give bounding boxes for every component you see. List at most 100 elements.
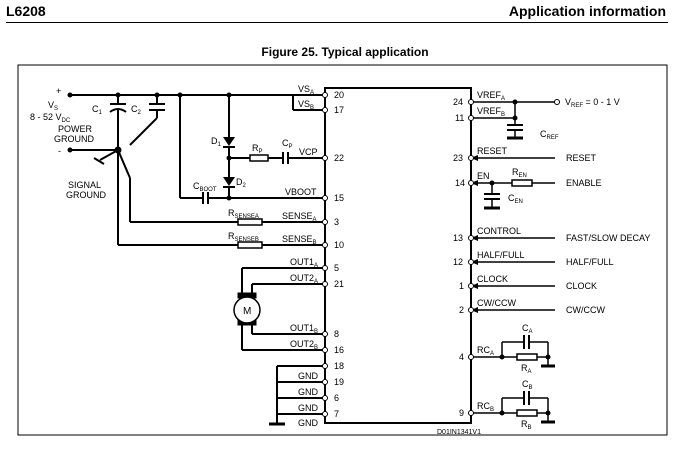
pin-num-19: 19 — [334, 377, 344, 387]
c2-label: C2 — [131, 104, 142, 116]
left-pin-markers — [322, 92, 328, 417]
rb-label: RB — [521, 419, 532, 431]
control-signal-label: FAST/SLOW DECAY — [566, 233, 650, 243]
pin-label-vcp: VCP — [299, 147, 318, 157]
gnd-label-2: GND — [298, 387, 319, 397]
enable-signal-label: ENABLE — [566, 178, 602, 188]
vs-range: 8 - 52 VDC — [30, 112, 71, 124]
pin-num-11: 11 — [455, 113, 464, 123]
pin-label-vrefa: VREFA — [477, 90, 505, 102]
plus-label: + — [56, 86, 61, 96]
ic-body — [324, 87, 472, 424]
motor-label: M — [243, 306, 251, 317]
pin-num-3: 3 — [334, 217, 339, 227]
cref-label: CREF — [540, 129, 559, 141]
rsensea-label: RSENSEA — [228, 208, 259, 220]
ca-label: CA — [522, 323, 533, 335]
gnd-label-3: GND — [298, 403, 319, 413]
figure-frame — [17, 64, 668, 436]
rsenseb-label: RSENSEB — [228, 231, 259, 243]
pin-label-rcb: RCB — [477, 401, 494, 413]
pin-num-24: 24 — [453, 97, 463, 107]
d1-label: D1 — [211, 136, 222, 148]
rsensea-resistor — [237, 218, 263, 226]
pin-num-5: 5 — [334, 263, 339, 273]
clock-signal-label: CLOCK — [566, 281, 597, 291]
cw-ccw-signal-label: CW/CCW — [566, 305, 605, 315]
rca-network — [471, 335, 555, 368]
signal-ground-label-2: GROUND — [66, 190, 106, 200]
header-rule — [6, 22, 668, 23]
section-title: Application information — [508, 3, 666, 19]
control-wiring — [471, 235, 555, 313]
pin-label-cw-ccw: CW/CCW — [477, 298, 516, 308]
pin-label-control: CONTROL — [477, 226, 521, 236]
pin-num-12: 12 — [453, 257, 463, 267]
pin-num-9: 9 — [459, 408, 464, 418]
charge-pump — [179, 95, 325, 204]
pin-label-rca: RCA — [477, 345, 494, 357]
pin-num-13: 13 — [453, 233, 463, 243]
vs-label: VS — [48, 100, 58, 112]
figure-code: D01IN1341V1 — [437, 429, 481, 436]
vref-signal-label: VREF = 0 - 1 V — [565, 97, 620, 109]
rp-label: RP — [252, 143, 263, 155]
pin-label-out2b: OUT2B — [290, 339, 318, 351]
reset-wiring — [471, 155, 555, 161]
pin-num-8: 8 — [334, 329, 339, 339]
pin-label-out1b: OUT1B — [290, 323, 318, 335]
pin-num-20: 20 — [334, 90, 344, 100]
reset-signal-label: RESET — [566, 153, 597, 163]
cboot-label: CBOOT — [193, 181, 217, 193]
figure-title: Figure 25. Typical application — [261, 45, 429, 59]
cp-label: CP — [282, 138, 293, 150]
signal-ground-label-1: SIGNAL — [68, 180, 101, 190]
minus-label: - — [58, 146, 61, 156]
pin-label-half-full: HALF/FULL — [477, 250, 525, 260]
rsenseb-resistor — [237, 241, 263, 249]
pin-label-sensea: SENSEA — [282, 211, 317, 223]
enable-wiring — [471, 179, 555, 210]
pin-num-10: 10 — [334, 240, 344, 250]
page-header: L6208 Application information — [0, 0, 690, 23]
right-pin-markers — [468, 99, 474, 416]
ra-label: RA — [521, 363, 532, 375]
ren-label: REN — [512, 167, 527, 179]
pin-label-vrefb: VREFB — [477, 106, 505, 118]
gnd-label-4: GND — [298, 418, 319, 428]
pin-num-22: 22 — [334, 153, 344, 163]
half-full-signal-label: HALF/FULL — [566, 257, 614, 267]
c1-label: C1 — [92, 104, 103, 116]
cen-label: CEN — [508, 193, 523, 205]
pin-label-vsb: VSB — [298, 99, 314, 111]
gnd-label-1: GND — [298, 371, 319, 381]
pin-num-21: 21 — [334, 279, 344, 289]
pin-label-clock: CLOCK — [477, 274, 508, 284]
pin-num-23: 23 — [453, 153, 463, 163]
cb-label: CB — [522, 379, 533, 391]
pin-num-6: 6 — [334, 393, 339, 403]
pin-num-1: 1 — [459, 281, 464, 291]
pin-num-18: 18 — [334, 361, 344, 371]
pin-label-out2a: OUT2A — [290, 273, 318, 285]
pin-num-15: 15 — [334, 193, 344, 203]
pin-num-4: 4 — [459, 352, 464, 362]
pin-num-2: 2 — [459, 305, 464, 315]
pin-num-16: 16 — [334, 345, 344, 355]
pin-label-en: EN — [477, 171, 490, 181]
gnd-wiring — [269, 365, 325, 426]
vref-wiring — [471, 99, 560, 140]
power-ground-label-1: POWER — [58, 124, 93, 134]
pin-num-17: 17 — [334, 105, 344, 115]
pin-num-7: 7 — [334, 409, 339, 419]
pin-label-vsa: VSA — [298, 84, 314, 96]
doc-id: L6208 — [6, 3, 46, 19]
power-ground-label-2: GROUND — [54, 134, 94, 144]
motor — [233, 296, 261, 324]
d2-label: D2 — [236, 177, 247, 189]
pin-num-14: 14 — [455, 178, 465, 188]
pin-label-senseb: SENSEB — [282, 234, 317, 246]
supply-wiring — [67, 92, 325, 246]
pin-label-vboot: VBOOT — [285, 187, 317, 197]
